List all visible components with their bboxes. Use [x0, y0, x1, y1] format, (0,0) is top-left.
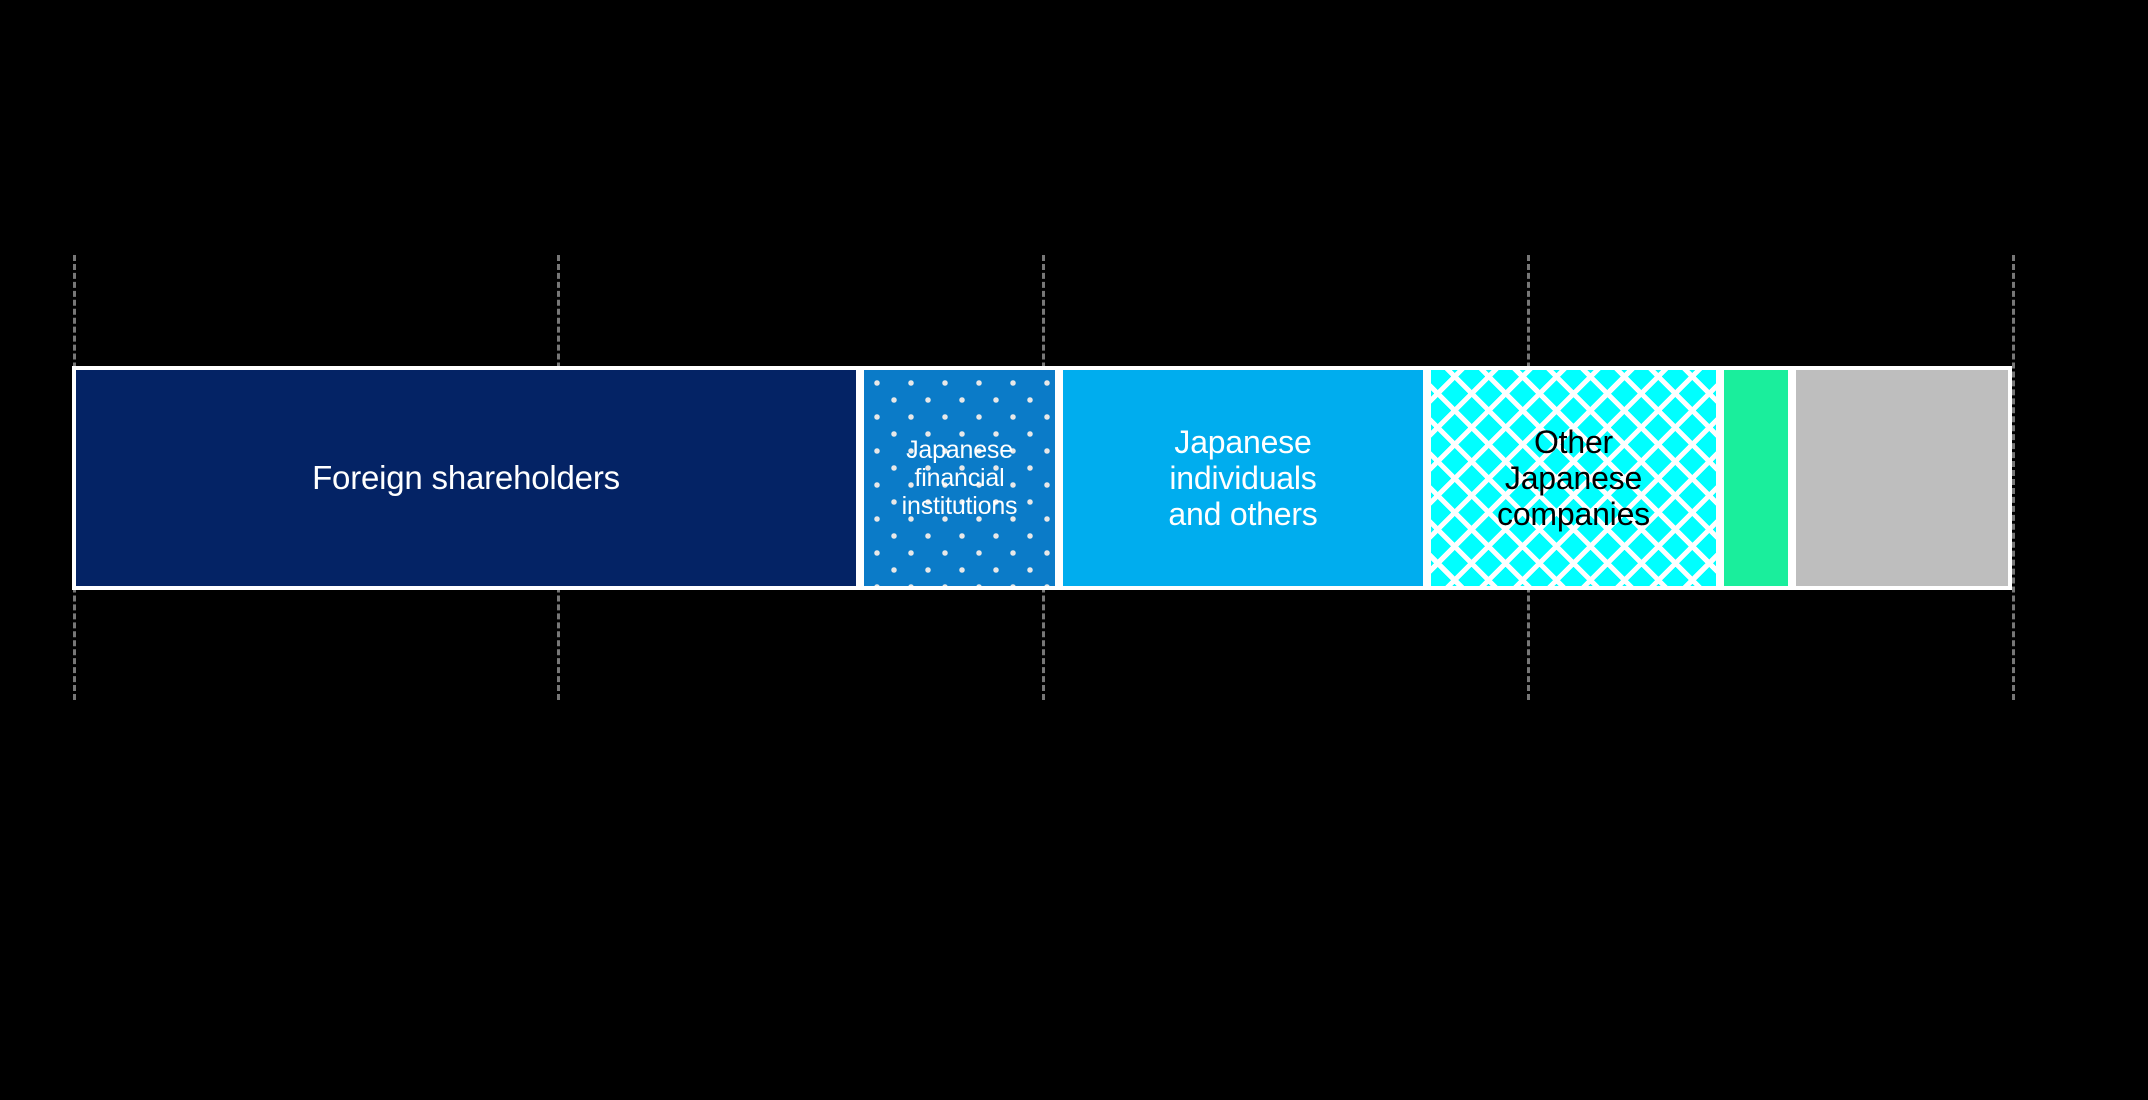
bar-segment-green[interactable]	[1720, 366, 1792, 590]
bar-segment-label-japanese-financial-institutions: Japanese financial institutions	[901, 435, 1018, 521]
bar-segment-gray[interactable]	[1792, 366, 2012, 590]
bar-segment-label-foreign-shareholders: Foreign shareholders	[312, 459, 620, 497]
bar-segment-foreign-shareholders[interactable]: Foreign shareholders	[72, 366, 860, 590]
bar-segment-other-japanese-companies[interactable]: Other Japanese companies	[1427, 366, 1720, 590]
stacked-bar: Foreign shareholders Japanese financial …	[72, 366, 2012, 590]
bar-segment-japanese-financial-institutions[interactable]: Japanese financial institutions	[860, 366, 1059, 590]
dot-pattern-icon	[864, 370, 1055, 586]
gridline-4	[2012, 255, 2015, 700]
bar-segment-label-other-japanese-companies: Other Japanese companies	[1497, 423, 1650, 533]
bar-segment-japanese-individuals-and-others[interactable]: Japanese individuals and others	[1059, 366, 1427, 590]
crosshatch-pattern-icon	[1431, 370, 1716, 586]
bar-segment-label-japanese-individuals-and-others: Japanese individuals and others	[1168, 423, 1318, 533]
